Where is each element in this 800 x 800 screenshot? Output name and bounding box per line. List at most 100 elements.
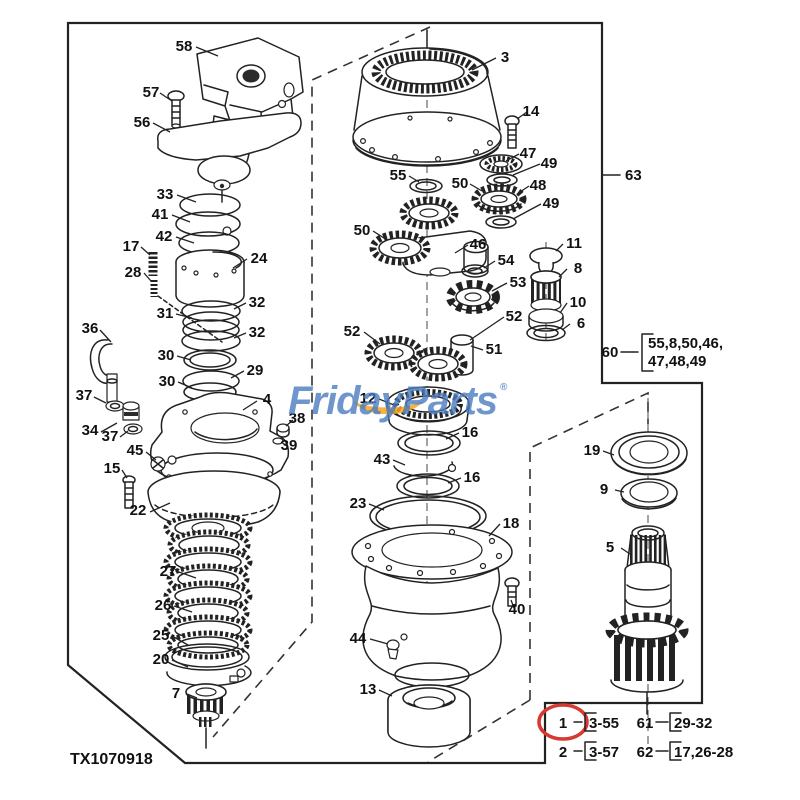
ref-1: 1: [559, 715, 567, 732]
part-callout-39: 39: [281, 437, 298, 454]
group-items-line1: 55,8,50,46,: [648, 335, 723, 352]
part-callout-56: 56: [134, 114, 151, 131]
part-callout-40: 40: [509, 601, 526, 618]
part-callout-9: 9: [600, 481, 608, 498]
ref-2-parts: 3-57: [589, 744, 619, 761]
part-callout-28: 28: [125, 264, 142, 281]
part-47-48-49-gear-stack: [471, 154, 527, 229]
part-callout-43: 43: [374, 451, 391, 468]
part-callout-50: 50: [354, 222, 371, 239]
ref-62-parts: 17,26-28: [674, 744, 733, 761]
part-callout-24: 24: [251, 250, 268, 267]
watermark-registered-mark: ®: [500, 382, 508, 393]
part-callout-3: 3: [501, 49, 509, 66]
part-callout-53: 53: [510, 274, 527, 291]
part-52-51-gears: [364, 334, 474, 382]
part-18-housing-drum: [351, 524, 513, 688]
part-callout-45: 45: [127, 442, 144, 459]
ref-62: 62: [637, 744, 654, 761]
part-44-fitting: [386, 633, 408, 660]
ref-61: 61: [637, 715, 654, 732]
part-46-planet-carrier: [369, 196, 489, 277]
part-callout-32: 32: [249, 294, 266, 311]
part-40-bolt: [504, 577, 520, 607]
part-callout-23: 23: [350, 495, 367, 512]
part-callout-5: 5: [606, 539, 614, 556]
part-38-39-nut-washer: [272, 423, 290, 445]
part-callout-4: 4: [263, 391, 272, 408]
legend: 63 60 55,8,50,46, 47,48,49: [601, 167, 723, 372]
ref-61-parts: 29-32: [674, 715, 712, 732]
part-callout-47: 47: [520, 145, 537, 162]
part-3-ring-gear: [352, 29, 502, 167]
part-callout-41: 41: [152, 206, 169, 223]
part-callout-42: 42: [156, 228, 173, 245]
group-ref-label: 60: [602, 344, 619, 361]
part-callout-20: 20: [153, 651, 170, 668]
part-54-53-gear: [446, 264, 500, 314]
part-callout-44: 44: [350, 630, 367, 647]
part-callout-29: 29: [247, 362, 264, 379]
part-24-brake-piston: [175, 249, 245, 308]
part-callout-22: 22: [130, 502, 147, 519]
part-callout-37: 37: [76, 387, 93, 404]
part-callout-7: 7: [172, 685, 180, 702]
part-callout-16: 16: [462, 424, 479, 441]
ref-table: 1 3-55 61 29-32 2 3-57 62 17,26-28: [537, 703, 733, 761]
part-callout-6: 6: [577, 315, 585, 332]
part-25-20-rings: [164, 643, 252, 687]
watermark-text: FridayParts: [288, 379, 497, 423]
ref-1-parts: 3-55: [589, 715, 619, 732]
part-callout-51: 51: [486, 341, 503, 358]
part-callout-37: 37: [102, 428, 119, 445]
part-callout-13: 13: [360, 681, 377, 698]
leader-lines-center-right: [363, 57, 631, 697]
ref-2: 2: [559, 744, 567, 761]
part-callout-17: 17: [123, 238, 140, 255]
part-11-8-10-6-sun-stack: [526, 247, 566, 342]
part-callout-27: 27: [160, 563, 177, 580]
part-9-oring: [620, 478, 678, 510]
part-4-swing-housing: [149, 391, 290, 488]
part-45-15-plug-bolt: [122, 455, 177, 509]
part-callout-52: 52: [506, 308, 523, 325]
part-callout-26: 26: [155, 597, 172, 614]
part-callout-54: 54: [498, 252, 515, 269]
part-callout-31: 31: [157, 305, 174, 322]
part-callout-19: 19: [584, 442, 601, 459]
part-57-cap-screw: [167, 90, 185, 129]
part-14-bolt: [504, 115, 520, 149]
part-callout-15: 15: [104, 460, 121, 477]
part-callout-33: 33: [157, 186, 174, 203]
part-callout-52: 52: [344, 323, 361, 340]
watermark: FridayParts ®: [288, 379, 508, 423]
part-callout-55: 55: [390, 167, 407, 184]
part-callout-58: 58: [176, 38, 193, 55]
part-callout-12: 12: [360, 390, 377, 407]
leader-lines-left: [93, 46, 294, 699]
part-callout-30: 30: [159, 373, 176, 390]
part-37-34-fittings: [105, 400, 143, 435]
part-callout-30: 30: [158, 347, 175, 364]
part-callout-48: 48: [530, 177, 547, 194]
part-callout-36: 36: [82, 320, 99, 337]
part-callout-18: 18: [503, 515, 520, 532]
part-16-43-rings: [393, 430, 461, 499]
part-callout-16: 16: [464, 469, 481, 486]
drawing-code: TX1070918: [70, 751, 153, 768]
group-items-line2: 47,48,49: [648, 353, 706, 370]
part-callout-57: 57: [143, 84, 160, 101]
part-13-bearing: [387, 684, 471, 748]
part-58-hydraulic-motor: [196, 37, 304, 129]
part-callout-38: 38: [289, 410, 306, 427]
part-callout-50: 50: [452, 175, 469, 192]
part-callout-11: 11: [566, 235, 582, 252]
part-callout-34: 34: [82, 422, 99, 439]
boundary-ref-label: 63: [625, 167, 642, 184]
part-55-ring: [409, 178, 443, 194]
part-27-26-disc-pack: [163, 512, 253, 660]
part-callout-8: 8: [574, 260, 582, 277]
watermark-swoosh: [352, 400, 424, 415]
part-30-31-32-rings: [181, 300, 241, 402]
